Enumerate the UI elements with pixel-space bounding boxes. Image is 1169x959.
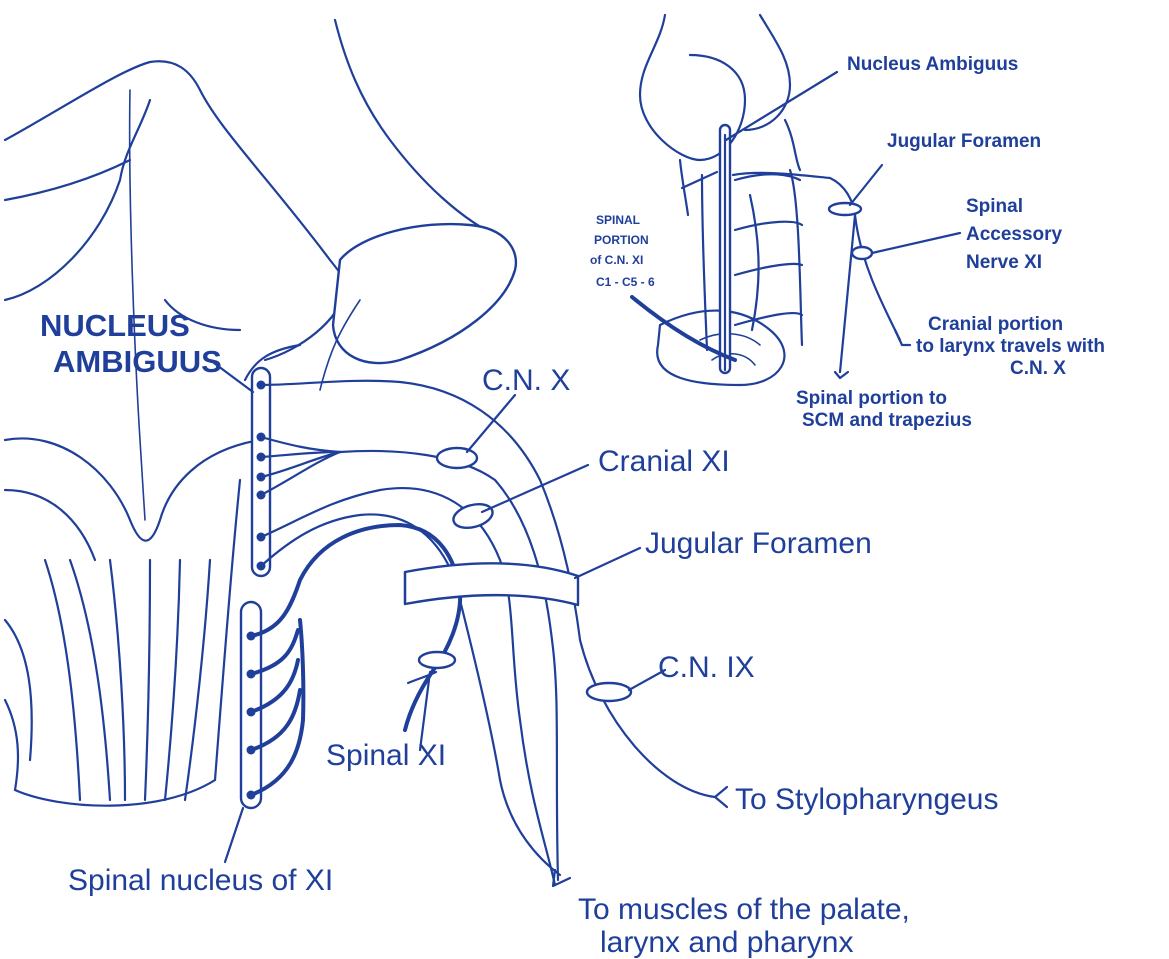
inset-spinal-portion-cn-line3: of C.N. XI [590, 253, 643, 267]
inset-nucleus-ambiguus-label: Nucleus Ambiguus [847, 54, 1018, 75]
inset-cranial-portion-line2: to larynx travels with [916, 336, 1105, 357]
to-muscles-label-line2: larynx and pharynx [600, 926, 853, 959]
jugular-foramen-band [405, 563, 578, 605]
inset-spinal-accessory-line2: Accessory [966, 224, 1063, 245]
inset-spinal-levels: C1 - C5 - 6 [596, 275, 655, 289]
nucleus-ambiguus-label-line1: NUCLEUS [40, 308, 190, 343]
inset-spinal-accessory-line1: Spinal [966, 196, 1023, 217]
jugular-foramen-label: Jugular Foramen [645, 527, 872, 560]
cn-x-label: C.N. X [482, 364, 570, 397]
inset-jugular-foramen-label: Jugular Foramen [887, 131, 1041, 152]
spinal-nucleus-label: Spinal nucleus of XI [68, 864, 333, 897]
nucleus-ambiguus-column [252, 368, 270, 576]
cranial-xi-label: Cranial XI [598, 445, 730, 478]
spinal-xi-label: Spinal XI [326, 739, 446, 772]
inset-spinal-portion-cn-line2: PORTION [594, 233, 649, 247]
inset-spinal-portion-line2: SCM and trapezius [802, 410, 972, 431]
inset-labels: Nucleus Ambiguus Jugular Foramen Spinal … [590, 54, 1105, 431]
inset-spinal-accessory-line3: Nerve XI [966, 252, 1042, 273]
peduncle-cut-section [333, 224, 516, 363]
leader-lines [214, 363, 665, 862]
inset-cranial-portion-line1: Cranial portion [928, 314, 1063, 335]
to-stylopharyngeus-label: To Stylopharyngeus [735, 783, 999, 816]
inset-spinal-portion-line1: Spinal portion to [796, 388, 947, 409]
inset-spinal-portion-cn-line1: SPINAL [596, 213, 640, 227]
nucleus-ambiguus-label-line2: AMBIGUUS [53, 344, 222, 379]
to-muscles-label-line1: To muscles of the palate, [578, 893, 910, 926]
cn-ix-label: C.N. IX [658, 651, 755, 684]
inset-cranial-portion-line3: C.N. X [1010, 358, 1066, 379]
